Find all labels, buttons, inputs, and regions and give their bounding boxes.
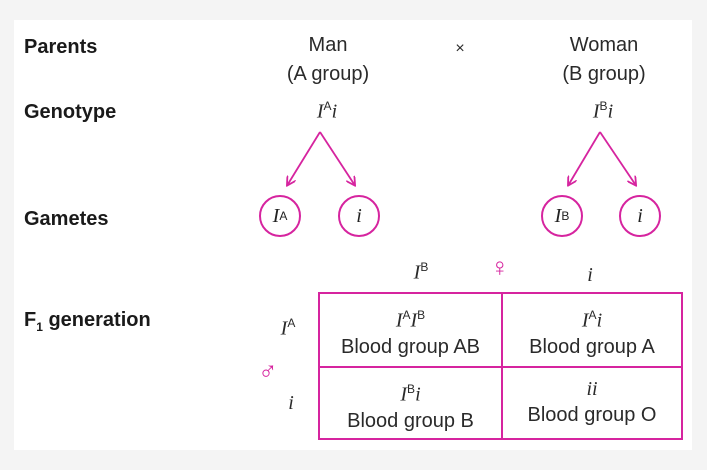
punnett-square: IAIB Blood group AB IAi Blood group A IB… <box>318 292 683 440</box>
gamete-i-male: i <box>338 195 380 237</box>
punnett-cell-b: IBi Blood group B <box>347 382 474 432</box>
arrow-woman-to-gamete-2 <box>599 131 635 184</box>
arrow-man-to-gamete-1 <box>288 131 321 184</box>
parent-woman: Woman <box>569 34 639 56</box>
arrow-man-to-gamete-2 <box>319 131 354 184</box>
arrow-woman-to-gamete-1 <box>569 131 601 184</box>
label-gametes: Gametes <box>24 208 109 230</box>
label-f1-generation: F1 generation <box>24 309 151 334</box>
parent-man-group: (A group) <box>286 63 370 85</box>
punnett-col-ib: IB <box>413 260 429 284</box>
genotype-woman: IBi <box>592 99 614 123</box>
male-symbol-icon: ♂ <box>258 356 278 386</box>
punnett-cell-ab: IAIB Blood group AB <box>341 308 480 358</box>
gamete-i-female: i <box>619 195 661 237</box>
grid-divider-horizontal <box>320 366 681 368</box>
label-genotype: Genotype <box>24 101 117 123</box>
label-parents: Parents <box>24 36 98 58</box>
punnett-cell-o: ii Blood group O <box>527 378 657 426</box>
cross-sign: × <box>455 40 465 57</box>
punnett-cell-a: IAi Blood group A <box>529 308 655 358</box>
parent-man: Man <box>308 34 348 56</box>
punnett-col-i: i <box>587 264 593 286</box>
punnett-row-ia: IA <box>280 316 296 340</box>
genotype-man: IAi <box>316 99 338 123</box>
parent-woman-group: (B group) <box>562 63 646 85</box>
female-symbol-icon: ♀ <box>490 252 510 282</box>
punnett-row-i: i <box>288 392 294 414</box>
